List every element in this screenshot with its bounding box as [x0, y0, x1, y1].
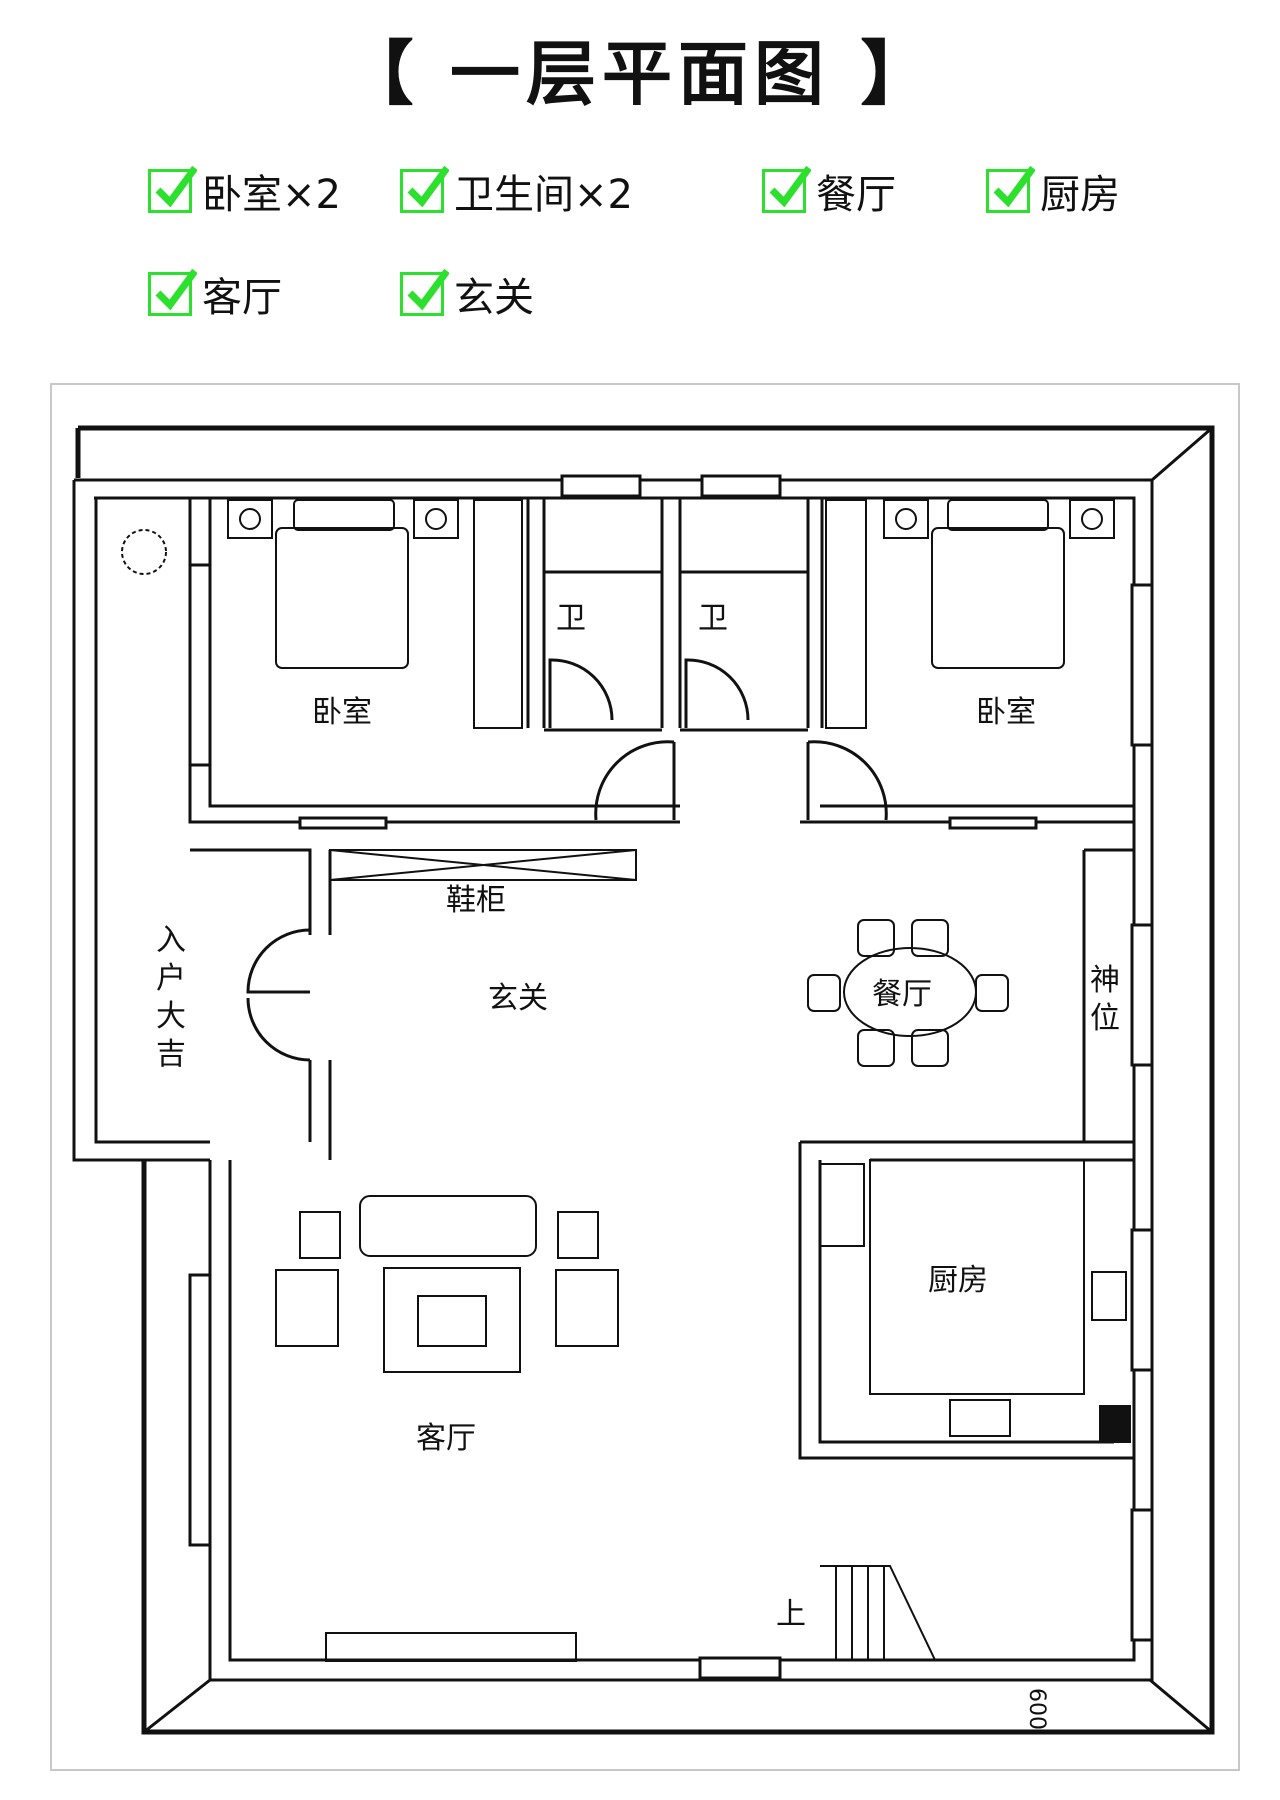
plan-frame — [50, 383, 1240, 1771]
feature-item-living: 客厅 — [148, 265, 282, 323]
label-kitchen: 厨房 — [928, 1263, 988, 1298]
feature-item-bedroom: 卧室×2 — [148, 162, 341, 220]
check-icon — [986, 165, 1035, 213]
label-shrine-1: 神 — [1090, 963, 1120, 998]
label-entry-4: 吉 — [156, 1037, 186, 1072]
label-shoe-cabinet: 鞋柜 — [446, 883, 506, 918]
furniture — [121, 499, 1131, 1662]
feature-label: 卧室×2 — [202, 172, 341, 218]
feature-item-kitchen: 厨房 — [986, 162, 1120, 220]
label-entry-2: 户 — [156, 961, 186, 996]
room-labels: 卧室 卧室 卫 卫 鞋柜 入 户 大 吉 玄关 餐厅 神 位 厨房 客厅 上 6… — [156, 601, 1120, 1730]
label-bedroom-left: 卧室 — [312, 695, 372, 730]
feature-item-foyer: 玄关 — [400, 265, 534, 323]
label-entry-1: 入 — [156, 923, 186, 958]
label-bath-left: 卫 — [556, 601, 586, 636]
label-stairs-up: 上 — [776, 1597, 806, 1632]
check-icon — [400, 268, 449, 316]
label-foyer: 玄关 — [488, 981, 548, 1016]
label-dining: 餐厅 — [872, 977, 932, 1012]
check-icon — [148, 165, 197, 213]
windows — [188, 474, 1154, 1680]
label-shrine-2: 位 — [1090, 1001, 1120, 1036]
label-bedroom-right: 卧室 — [976, 695, 1036, 730]
feature-label: 餐厅 — [816, 172, 896, 218]
label-bath-right: 卫 — [698, 601, 728, 636]
label-living: 客厅 — [416, 1421, 476, 1456]
feature-item-dining: 餐厅 — [762, 162, 896, 220]
interior-walls — [188, 498, 1134, 1460]
page-title: 【 一层平面图 】 — [343, 33, 937, 115]
feature-label: 厨房 — [1040, 172, 1120, 218]
check-icon — [762, 165, 811, 213]
label-entry-3: 大 — [156, 999, 186, 1034]
label-dimension: 600 — [1024, 1688, 1049, 1730]
doors — [246, 658, 888, 1062]
feature-label: 客厅 — [202, 275, 282, 321]
feature-item-bathroom: 卫生间×2 — [400, 162, 633, 220]
check-icon — [400, 165, 449, 213]
feature-label: 卫生间×2 — [454, 172, 633, 218]
check-icon — [148, 268, 197, 316]
exterior-walls — [72, 478, 1154, 1682]
outer-eaves — [75, 425, 1215, 1735]
feature-label: 玄关 — [454, 275, 534, 321]
